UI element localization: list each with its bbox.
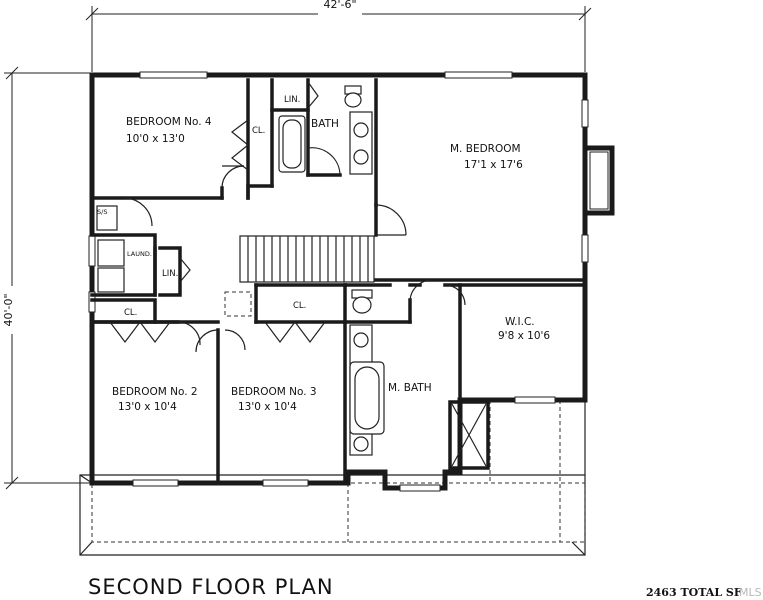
master-bath-name: M. BATH	[388, 382, 432, 394]
master-bedroom-name: M. BEDROOM	[450, 143, 521, 155]
width-dimension: 42'-6"	[85, 0, 592, 72]
watermark: MLS	[739, 586, 762, 599]
width-dimension-label: 42'-6"	[323, 0, 356, 11]
total-square-feet: 2463 TOTAL SF	[646, 586, 742, 599]
laundry-name: LAUND.	[127, 250, 152, 258]
closet-bed4-name: CL.	[252, 126, 265, 136]
fixtures	[96, 85, 487, 467]
door-swings	[109, 81, 466, 353]
wic-size: 9'8 x 10'6	[498, 330, 550, 342]
bedroom4-size: 10'0 x 13'0	[126, 133, 185, 145]
closet-bed3-name: CL.	[293, 301, 306, 311]
bedroom3-name: BEDROOM No. 3	[231, 386, 317, 398]
sink-label: S/S	[97, 208, 107, 216]
interior-walls	[90, 78, 587, 485]
plan-title: SECOND FLOOR PLAN	[88, 575, 334, 599]
linen-left-name: LIN.	[162, 269, 178, 279]
windows	[88, 71, 589, 492]
depth-dimension: 40'-0"	[2, 66, 92, 490]
bedroom2-size: 13'0 x 10'4	[118, 401, 177, 413]
depth-dimension-label: 40'-0"	[2, 293, 15, 326]
bedroom2-name: BEDROOM No. 2	[112, 386, 198, 398]
linen-top-name: LIN.	[284, 95, 300, 105]
room-labels: BEDROOM No. 4 10'0 x 13'0 M. BEDROOM 17'…	[97, 95, 550, 413]
bath-name: BATH	[311, 118, 339, 130]
bedroom4-name: BEDROOM No. 4	[126, 116, 212, 128]
wic-name: W.I.C.	[505, 316, 535, 328]
closet-bed2-name: CL.	[124, 308, 137, 318]
bedroom3-size: 13'0 x 10'4	[238, 401, 297, 413]
lower-roof	[79, 400, 586, 556]
master-bedroom-size: 17'1 x 17'6	[464, 159, 523, 171]
stairs	[224, 236, 369, 317]
